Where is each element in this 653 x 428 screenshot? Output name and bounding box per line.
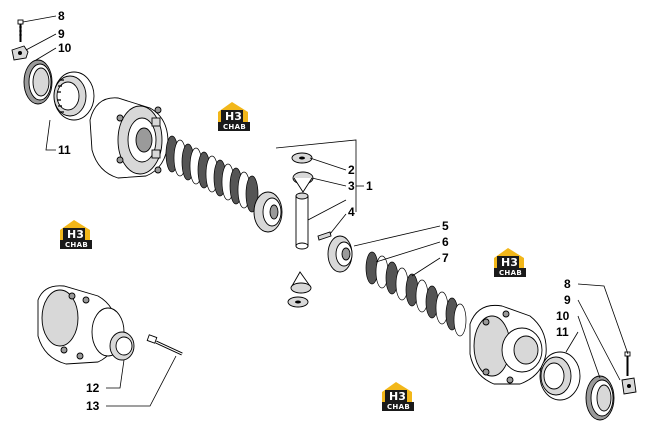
- differential-assembly: [37, 285, 135, 365]
- differential-housing-lower: [469, 304, 547, 385]
- bearing-lower-right: [539, 351, 581, 401]
- callout-9-top: 9: [58, 27, 65, 41]
- watermark-mark: H3: [67, 228, 84, 241]
- watermark-label: CHAB: [387, 403, 410, 411]
- watermark-mark: H3: [389, 390, 406, 403]
- side-gear-top: [253, 191, 283, 233]
- side-gear-lower: [327, 235, 353, 273]
- clutch-disc-pack-top: [165, 135, 259, 213]
- bolt-top-left: [17, 19, 24, 42]
- callout-8-top: 8: [58, 9, 65, 23]
- ring-nut-lower-right: [585, 375, 615, 421]
- callout-7: 7: [442, 251, 449, 265]
- callout-labels: 8 9 10 11 2 3 1 4 5 6 7 8 9 10 11 12 13: [58, 9, 571, 413]
- watermark-mark: H3: [501, 256, 518, 269]
- ring-nut-top-left: [23, 59, 53, 105]
- pinion-gear-lower: [290, 271, 312, 294]
- callout-12: 12: [86, 381, 100, 395]
- differential-housing-top: [89, 97, 169, 179]
- callout-10-right: 10: [556, 309, 570, 323]
- lock-plate-top-left: [11, 45, 29, 61]
- bolt-lower-right: [624, 351, 631, 376]
- watermark-logo-4: H3 CHAB: [382, 382, 414, 411]
- callout-5: 5: [442, 219, 449, 233]
- callout-3: 3: [348, 179, 355, 193]
- thrust-washer-lower: [287, 296, 309, 308]
- callout-1: 1: [366, 179, 373, 193]
- pinion-gear-upper: [292, 171, 314, 193]
- cross-shaft: [295, 192, 309, 250]
- long-bolt: [146, 334, 183, 356]
- callout-11-right: 11: [556, 325, 569, 339]
- callout-6: 6: [442, 235, 449, 249]
- callout-2: 2: [348, 163, 355, 177]
- bearing-top-left: [53, 71, 95, 121]
- callout-10-top: 10: [58, 41, 72, 55]
- watermark-mark: H3: [225, 110, 242, 123]
- roll-pin: [317, 231, 332, 241]
- callout-11-top: 11: [58, 143, 71, 157]
- callout-13: 13: [86, 399, 100, 413]
- clutch-disc-pack-lower: [365, 251, 467, 337]
- callout-8-right: 8: [564, 277, 571, 291]
- watermark-logo-3: H3 CHAB: [494, 248, 526, 277]
- watermark-label: CHAB: [65, 241, 88, 249]
- watermark-label: CHAB: [223, 123, 246, 131]
- watermark-logo-1: H3 CHAB: [218, 102, 250, 131]
- lock-plate-lower-right: [621, 377, 637, 395]
- watermark-logo-2: H3 CHAB: [60, 220, 92, 249]
- leader-lines: [22, 15, 629, 407]
- watermark-label: CHAB: [499, 269, 522, 277]
- thrust-washer-upper: [291, 152, 313, 164]
- callout-9-right: 9: [564, 293, 571, 307]
- callout-4: 4: [348, 205, 355, 219]
